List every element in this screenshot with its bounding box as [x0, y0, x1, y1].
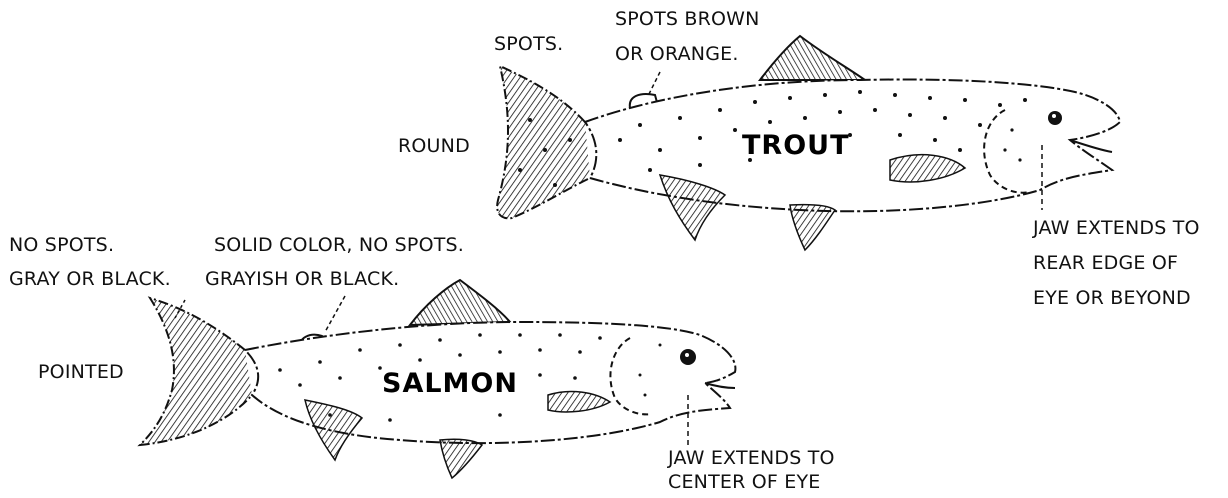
trout-tail	[497, 66, 590, 218]
salmon-eye	[680, 349, 696, 365]
trout-dorsal-spots-label-line1: SPOTS BROWN	[615, 3, 760, 35]
salmon-dorsal-spots-label-line2: GRAYISH OR BLACK.	[205, 263, 399, 295]
salmon-dorsal-leader	[325, 296, 345, 332]
trout-tail-spots-label: SPOTS.	[494, 28, 563, 60]
trout-eye	[1048, 111, 1062, 125]
trout-dorsal-fin	[760, 36, 865, 80]
trout-dorsal-spots-label-line2: OR ORANGE.	[615, 38, 739, 70]
trout-jaw-label-line2: REAR EDGE OF	[1033, 247, 1178, 279]
salmon-tail-spots-label-line2: GRAY OR BLACK.	[9, 263, 171, 295]
trout-tail-shape-label: ROUND	[398, 130, 470, 162]
salmon-anal-fin	[440, 439, 482, 478]
salmon-dorsal-spots-label-line1: SOLID COLOR, NO SPOTS.	[214, 229, 464, 261]
salmon-tail	[140, 298, 252, 445]
salmon-jaw-label-line2: CENTER OF EYE	[668, 466, 820, 498]
trout-body	[585, 80, 1120, 212]
salmon-tail-shape-label: POINTED	[38, 356, 124, 388]
trout-name: TROUT	[742, 130, 850, 161]
trout-dorsal-leader	[648, 72, 660, 96]
salmon-dorsal-fin	[410, 280, 510, 325]
salmon-name: SALMON	[382, 368, 518, 399]
salmon-tail-spots-label-line1: NO SPOTS.	[9, 229, 114, 261]
trout-jaw-label-line1: JAW EXTENDS TO	[1033, 212, 1200, 244]
trout-jaw-label-line3: EYE OR BEYOND	[1033, 282, 1191, 314]
trout-anal-fin	[790, 205, 835, 250]
